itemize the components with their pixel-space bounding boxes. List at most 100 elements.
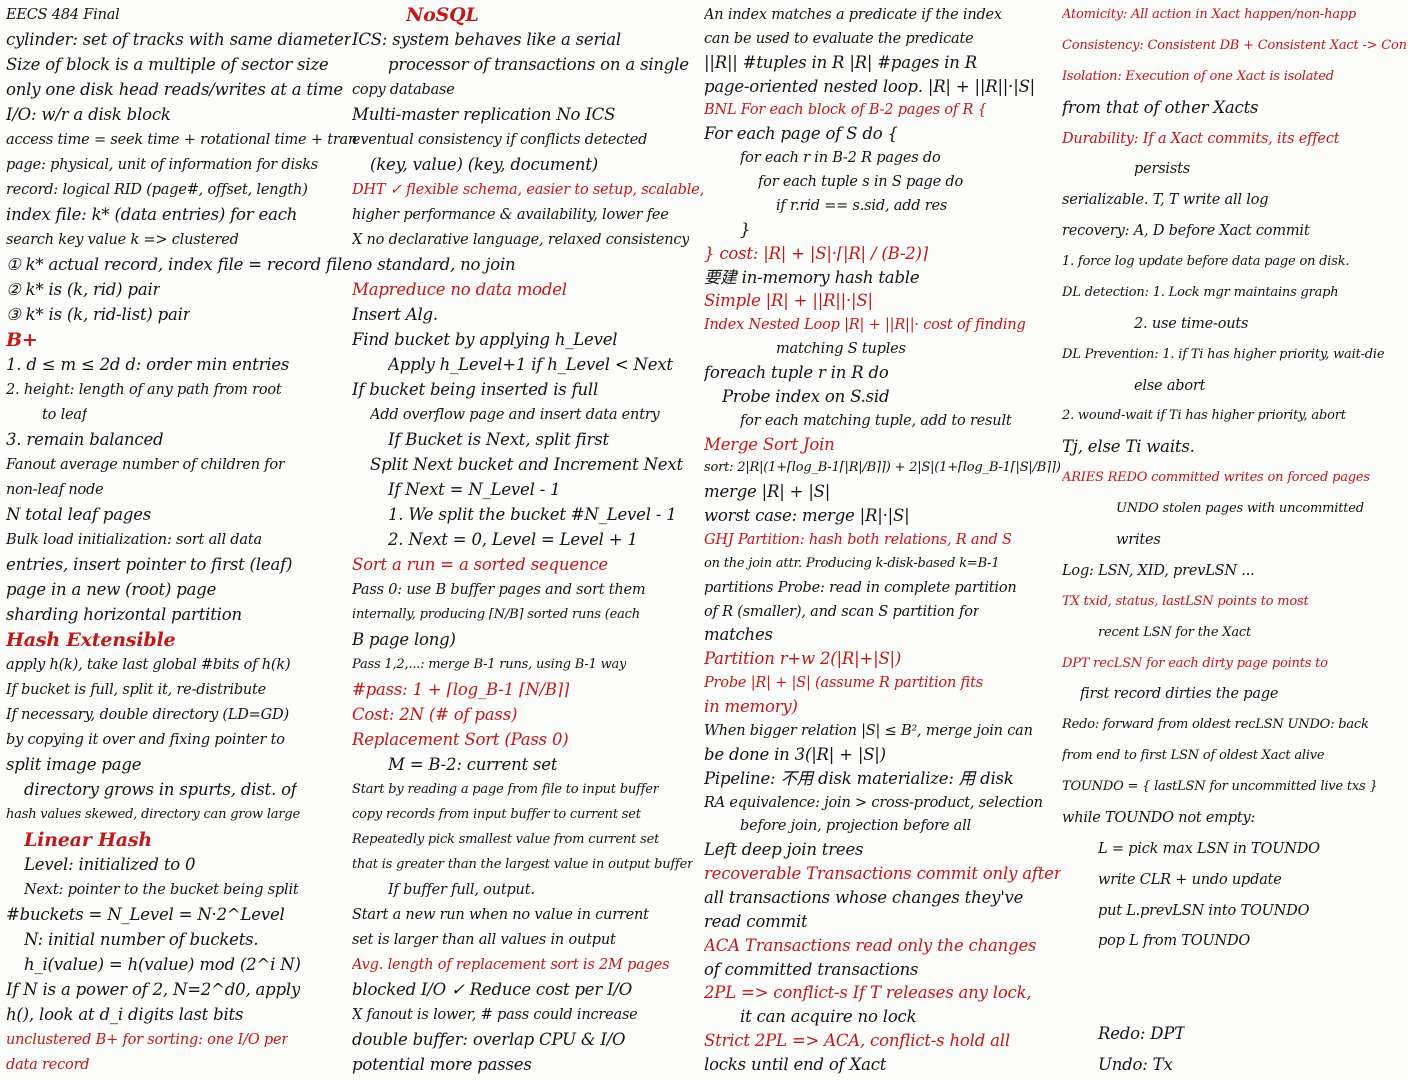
note-line: potential more passes xyxy=(352,1055,532,1074)
note-line: Avg. length of replacement sort is 2M pa… xyxy=(352,957,670,973)
note-line: before join, projection before all xyxy=(740,818,971,835)
note-line: from that of other Xacts xyxy=(1062,97,1259,117)
note-line: Tj, else Ti waits. xyxy=(1062,437,1195,457)
note-line: Redo: forward from oldest recLSN UNDO: b… xyxy=(1062,717,1369,733)
note-line: access time = seek time + rotational tim… xyxy=(6,132,358,148)
note-line: If necessary, double directory (LD=GD) xyxy=(6,707,289,723)
note-line: page-oriented nested loop. |R| + ||R||·|… xyxy=(704,76,1036,96)
note-line: matching S tuples xyxy=(776,341,906,358)
note-line: I/O: w/r a disk block xyxy=(6,105,171,124)
note-line: of committed transactions xyxy=(704,959,919,979)
note-line: Hash Extensible xyxy=(6,629,176,651)
note-line: on the join attr. Producing k-disk-based… xyxy=(704,555,1000,571)
note-line: N: initial number of buckets. xyxy=(24,930,259,949)
note-line: 1. We split the bucket #N_Level - 1 xyxy=(388,505,677,524)
note-line: while TOUNDO not empty: xyxy=(1062,809,1256,826)
note-line: worst case: merge |R|·|S| xyxy=(704,506,910,526)
note-line: locks until end of Xact xyxy=(704,1055,887,1074)
note-line: 2. Next = 0, Level = Level + 1 xyxy=(388,530,638,549)
note-line: can be used to evaluate the predicate xyxy=(704,30,974,47)
note-line: B+ xyxy=(6,329,38,351)
note-line: persists xyxy=(1134,161,1190,178)
note-line: Simple |R| + ||R||·|S| xyxy=(704,291,873,311)
note-line: directory grows in spurts, dist. of xyxy=(24,780,297,799)
note-line: index file: k* (data entries) for each xyxy=(6,205,298,224)
note-line: Pass 1,2,...: merge B-1 runs, using B-1 … xyxy=(352,657,627,672)
note-line: matches xyxy=(704,625,773,645)
note-line: Sort a run = a sorted sequence xyxy=(352,555,608,574)
note-line: if r.rid == s.sid, add res xyxy=(776,197,948,214)
note-line: TX txid, status, lastLSN points to most xyxy=(1062,593,1309,609)
note-line: pop L from TOUNDO xyxy=(1098,933,1251,950)
note-line: split image page xyxy=(6,755,142,774)
note-line: higher performance & availability, lower… xyxy=(352,207,669,223)
note-line: Find bucket by applying h_Level xyxy=(352,330,618,349)
note-line: writes xyxy=(1116,532,1161,548)
column-3: An index matches a predicate if the inde… xyxy=(704,0,1062,1080)
note-line: foreach tuple r in R do xyxy=(704,362,889,382)
note-line: RA equivalence: join > cross-product, se… xyxy=(704,794,1043,811)
note-line: Fanout average number of children for xyxy=(6,457,285,473)
note-line: Repeatedly pick smallest value from curr… xyxy=(352,832,660,847)
note-line: Size of block is a multiple of sector si… xyxy=(6,55,329,74)
note-line: Partition r+w 2(|R|+|S|) xyxy=(704,649,902,669)
note-line: M = B-2: current set xyxy=(388,755,558,774)
note-line: When bigger relation |S| ≤ B², merge joi… xyxy=(704,722,1033,739)
note-line: set is larger than all values in output xyxy=(352,932,616,948)
note-line: 1. force log update before data page on … xyxy=(1062,254,1350,270)
note-line: else abort xyxy=(1134,377,1206,394)
note-line: that is greater than the largest value i… xyxy=(352,857,694,872)
note-line: } xyxy=(740,219,751,239)
note-line: ③ k* is (k, rid-list) pair xyxy=(6,305,191,324)
note-line: copy records from input buffer to curren… xyxy=(352,807,641,822)
note-line: An index matches a predicate if the inde… xyxy=(704,7,1002,23)
note-line: ② k* is (k, rid) pair xyxy=(6,280,161,299)
note-line: 2PL => conflict-s If T releases any lock… xyxy=(704,983,1032,1003)
note-line: Probe |R| + |S| (assume R partition fits xyxy=(704,675,983,692)
note-line: Bulk load initialization: sort all data xyxy=(6,532,262,548)
note-line: Next: pointer to the bucket being split xyxy=(24,882,299,898)
note-line: cylinder: set of tracks with same diamet… xyxy=(6,30,352,49)
note-line: Apply h_Level+1 if h_Level < Next xyxy=(388,355,673,374)
note-line: internally, producing ⌈N/B⌉ sorted runs … xyxy=(352,607,640,622)
note-line: first record dirties the page xyxy=(1080,686,1279,703)
note-line: Isolation: Execution of one Xact is isol… xyxy=(1062,68,1334,84)
note-line: partitions Probe: read in complete parti… xyxy=(704,579,1017,596)
note-line: Insert Alg. xyxy=(352,305,438,324)
note-line: Cost: 2N (# of pass) xyxy=(352,705,518,724)
note-line: record: logical RID (page#, offset, leng… xyxy=(6,182,308,198)
note-line: If buffer full, output. xyxy=(388,882,535,898)
note-line: from end to first LSN of oldest Xact ali… xyxy=(1062,748,1325,764)
note-line: read commit xyxy=(704,911,808,931)
note-line: 3. remain balanced xyxy=(6,430,164,449)
note-line: If N is a power of 2, N=2^d0, apply xyxy=(6,980,301,999)
note-line: Atomicity: All action in Xact happen/non… xyxy=(1062,7,1357,22)
note-line: all transactions whose changes they've xyxy=(704,887,1024,907)
note-line: Merge Sort Join xyxy=(704,434,835,454)
note-line: If Bucket is Next, split first xyxy=(388,430,609,449)
note-line: For each page of S do { xyxy=(704,124,898,144)
note-line: X fanout is lower, # pass could increase xyxy=(352,1007,638,1023)
note-line: 2. use time-outs xyxy=(1134,315,1249,332)
note-line: Undo: Tx xyxy=(1098,1055,1173,1074)
note-line: no standard, no join xyxy=(352,255,516,274)
note-line: page in a new (root) page xyxy=(6,580,217,599)
note-line: Replacement Sort (Pass 0) xyxy=(352,730,569,749)
note-line: UNDO stolen pages with uncommitted xyxy=(1116,501,1364,517)
note-line: If bucket being inserted is full xyxy=(352,380,599,399)
note-line: of R (smaller), and scan S partition for xyxy=(704,603,980,620)
note-line: Probe index on S.sid xyxy=(722,386,890,406)
note-line: Add overflow page and insert data entry xyxy=(370,407,660,423)
note-line: sort: 2|R|(1+⌈log_B-1⌈|R|/B⌉⌉) + 2|S|(1+… xyxy=(704,460,1061,476)
note-line: in memory) xyxy=(704,697,798,717)
note-line: data record xyxy=(6,1057,90,1073)
note-line: Consistency: Consistent DB + Consistent … xyxy=(1062,37,1406,53)
note-line: (key, value) (key, document) xyxy=(370,155,599,174)
note-line: eventual consistency if conflicts detect… xyxy=(352,132,648,148)
note-line: recent LSN for the Xact xyxy=(1098,624,1251,640)
note-line: Index Nested Loop |R| + ||R||· cost of f… xyxy=(704,317,1026,334)
note-line: #pass: 1 + ⌈log_B-1 ⌈N/B⌉⌉ xyxy=(352,680,570,699)
note-line: ||R|| #tuples in R |R| #pages in R xyxy=(704,52,977,72)
